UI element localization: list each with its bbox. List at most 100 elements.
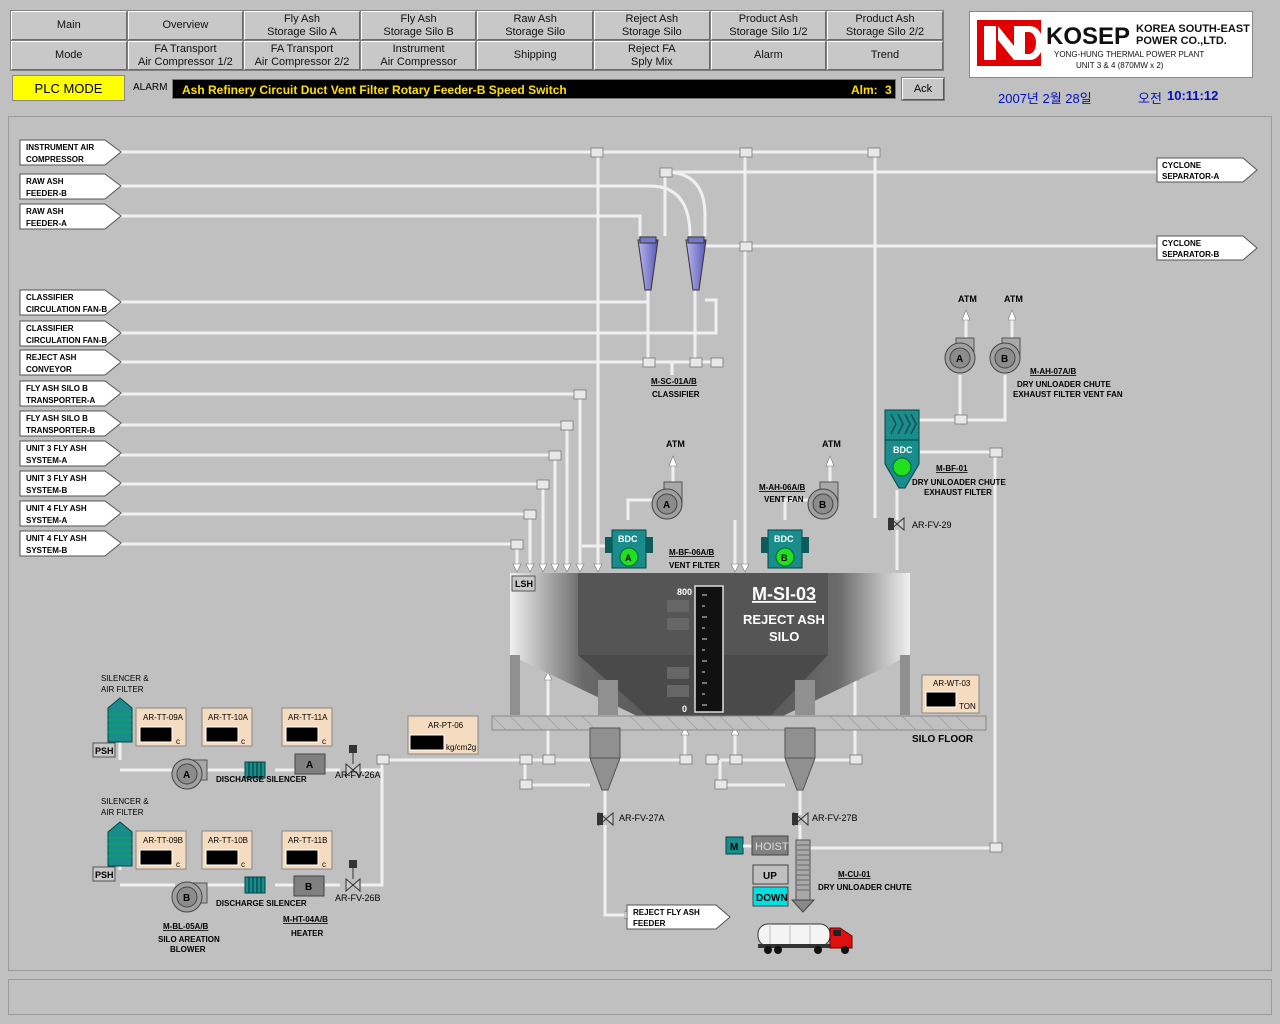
hoist-motor[interactable]: M — [725, 836, 744, 855]
svg-text:c: c — [241, 737, 245, 746]
svg-text:kg/cm2g: kg/cm2g — [446, 743, 476, 752]
nav-button-alarm[interactable]: Alarm — [709, 40, 828, 71]
inlet-source-label: TRANSPORTER-B — [26, 426, 96, 435]
cyclone-separator-a-outlet[interactable]: CYCLONE SEPARATOR-A — [1156, 157, 1258, 183]
svg-text:TON: TON — [959, 702, 976, 711]
silo-floor-label: SILO FLOOR — [912, 734, 974, 745]
discharge-hopper-a[interactable] — [589, 727, 621, 791]
discharge-silencer-b[interactable] — [244, 876, 266, 894]
dry-unloader-chute[interactable] — [790, 839, 816, 913]
svg-text:B: B — [1001, 354, 1008, 365]
pressure-switch-a[interactable]: PSH — [92, 742, 116, 758]
inlet-source-label: RAW ASH — [26, 177, 64, 186]
temp-tt-10b: AR-TT-10B c — [201, 830, 253, 870]
exhaust-fan-a[interactable]: A — [944, 309, 976, 374]
vent-fan-name: VENT FAN — [764, 495, 804, 504]
vent-fan-a[interactable]: A — [651, 455, 683, 520]
nav-button-label: FA Transport — [154, 42, 217, 55]
valve-ar-fv-26a[interactable] — [345, 745, 361, 778]
cyclone-separator-b-outlet[interactable]: CYCLONE SEPARATOR-B — [1156, 235, 1258, 261]
vent-fan-b[interactable]: B — [807, 455, 839, 520]
valve-ar-fv-29[interactable] — [888, 516, 905, 532]
classifier-cyclone-b[interactable] — [685, 236, 707, 291]
nav-button-trend[interactable]: Trend — [826, 40, 944, 71]
vent-filter-name: VENT FILTER — [669, 561, 720, 570]
aeration-blower-b[interactable]: B — [171, 881, 208, 913]
ack-button[interactable]: Ack — [901, 77, 945, 101]
hoist-up-button[interactable]: UP — [752, 864, 789, 885]
silencer-air-filter-a[interactable] — [107, 697, 133, 743]
blower-name1: SILO AREATION — [158, 935, 220, 944]
inlet-source-12[interactable]: UNIT 4 FLY ASH SYSTEM-B — [19, 530, 122, 557]
nav-button-mode[interactable]: Mode — [10, 40, 128, 71]
discharge-silencer-a[interactable] — [244, 761, 266, 779]
plc-mode-indicator[interactable]: PLC MODE — [12, 75, 125, 101]
temp-tt-09a: AR-TT-09A c — [135, 707, 187, 747]
valve-ar-fv-26b[interactable] — [345, 860, 361, 893]
heater-b[interactable]: B — [293, 875, 325, 897]
valve-ar-fv-27a[interactable] — [597, 811, 614, 827]
nav-button-main[interactable]: Main — [10, 10, 128, 41]
classifier-cyclone-a[interactable] — [637, 236, 659, 291]
pressure-switch-b[interactable]: PSH — [92, 866, 116, 882]
discharge-hopper-b[interactable] — [784, 727, 816, 791]
vent-filter-a[interactable]: BDC A — [605, 529, 653, 569]
inlet-source-8[interactable]: FLY ASH SILO B TRANSPORTER-B — [19, 410, 122, 437]
blower-tag: M-BL-05A/B — [163, 922, 209, 931]
exhaust-fan-b[interactable]: B — [989, 309, 1021, 374]
inlet-source-label: SYSTEM-B — [26, 546, 68, 555]
nav-button-label: Mode — [55, 49, 83, 61]
blower-name2: BLOWER — [170, 945, 206, 954]
inlet-source-label: FLY ASH SILO B — [26, 414, 88, 423]
inlet-source-label: CIRCULATION FAN-B — [26, 336, 107, 345]
inlet-source-label: SYSTEM-A — [26, 516, 68, 525]
svg-text:SEPARATOR-B: SEPARATOR-B — [1162, 250, 1220, 259]
nav-button-overview[interactable]: Overview — [126, 10, 245, 41]
reject-fly-ash-feeder-outlet[interactable]: REJECT FLY ASH FEEDER — [626, 904, 731, 930]
heater-a[interactable]: A — [294, 753, 326, 775]
svg-text:AR-TT-10B: AR-TT-10B — [208, 836, 248, 845]
level-switch-high[interactable]: LSH — [511, 575, 536, 592]
silencer-b-line1: SILENCER & — [101, 797, 149, 806]
logo-company-line2: POWER CO.,LTD. — [1136, 35, 1227, 47]
vent-filter-b[interactable]: BDC B — [761, 529, 809, 569]
nav-button-shipping[interactable]: Shipping — [476, 40, 594, 71]
inlet-source-label: UNIT 4 FLY ASH — [26, 534, 87, 543]
svg-text:SEPARATOR-A: SEPARATOR-A — [1162, 172, 1220, 181]
silencer-a-line2: AIR FILTER — [101, 685, 144, 694]
aeration-blower-a[interactable]: A — [171, 758, 208, 790]
alarm-count-label: Alm: — [851, 83, 878, 97]
discharge-silencer-a-label: DISCHARGE SILENCER — [216, 775, 307, 784]
silencer-air-filter-b[interactable] — [107, 821, 133, 867]
hoist-indicator[interactable]: HOIST — [751, 835, 789, 856]
temp-tt-11b: AR-TT-11B c — [281, 830, 333, 870]
exhaust-filter-bf01[interactable]: BDC — [884, 409, 920, 489]
nav-button-label: Fly Ash — [283, 12, 321, 25]
hoist-down-button[interactable]: DOWN — [752, 886, 789, 907]
bf01-name2: EXHAUST FILTER — [924, 488, 992, 497]
svg-text:c: c — [176, 737, 180, 746]
svg-text:AR-PT-06: AR-PT-06 — [428, 721, 464, 730]
nav-button-label: Storage Silo 2/2 — [845, 25, 925, 38]
valve-ar-fv-27b[interactable] — [792, 811, 809, 827]
